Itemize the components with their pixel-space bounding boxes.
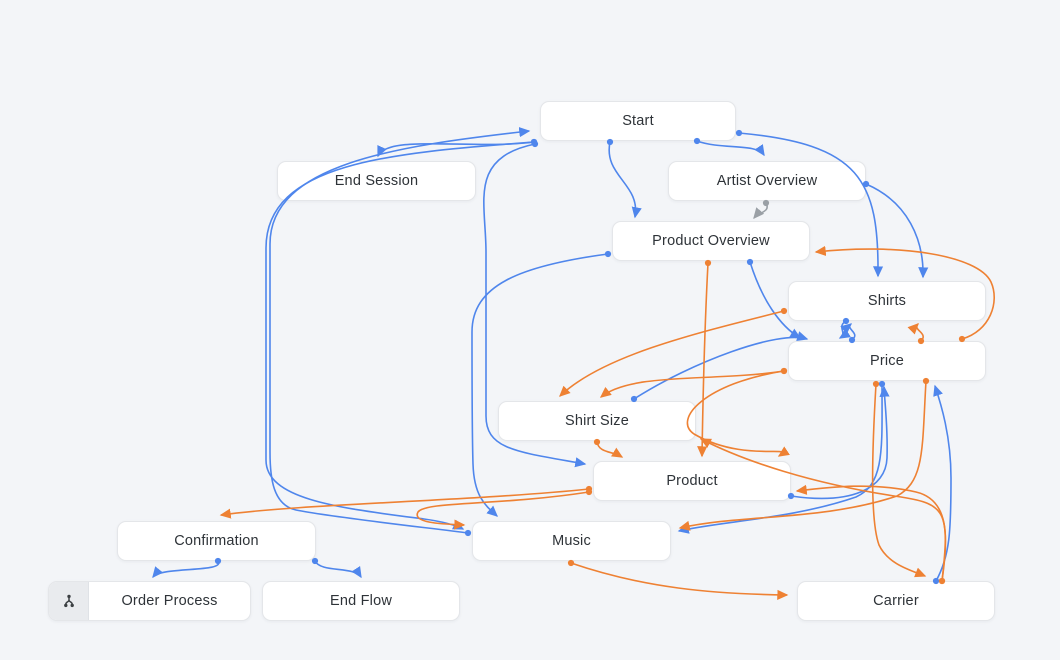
node-shirts-label: Shirts: [867, 292, 907, 309]
node-order-process[interactable]: Order Process: [48, 581, 251, 621]
edge-shirt-size-to-product[interactable]: [596, 441, 624, 458]
node-price-label: Price: [869, 352, 905, 369]
edge-price-to-shirts[interactable]: [907, 323, 924, 342]
edge-price-to-shirts[interactable]: [840, 323, 856, 341]
edge-confirmation-to-end-flow[interactable]: [314, 560, 362, 579]
node-confirmation[interactable]: Confirmation: [117, 521, 316, 561]
edge-carrier-to-shirt-size[interactable]: [699, 438, 947, 582]
node-end-session-label: End Session: [334, 172, 419, 189]
edge-product-overview-to-product[interactable]: [697, 262, 709, 458]
node-end-session[interactable]: End Session: [277, 161, 476, 201]
edge-price-to-shirt-size[interactable]: [599, 370, 785, 398]
node-shirt-size-label: Shirt Size: [564, 412, 630, 429]
node-end-flow[interactable]: End Flow: [262, 581, 460, 621]
edge-start-to-artist-overview[interactable]: [696, 140, 765, 157]
node-start[interactable]: Start: [540, 101, 736, 141]
edge-price-to-music[interactable]: [677, 383, 883, 534]
node-shirts[interactable]: Shirts: [788, 281, 986, 321]
edge-artist-overview-to-shirts[interactable]: [865, 183, 929, 279]
edge-product-to-confirmation[interactable]: [219, 488, 590, 519]
node-carrier[interactable]: Carrier: [797, 581, 995, 621]
node-price[interactable]: Price: [788, 341, 986, 381]
edge-shirts-to-price[interactable]: [838, 320, 851, 339]
edge-price-to-product-overview[interactable]: [814, 245, 995, 340]
edge-carrier-to-product[interactable]: [795, 484, 947, 582]
node-carrier-label: Carrier: [873, 592, 919, 609]
node-product-label: Product: [666, 472, 718, 489]
edge-confirmation-to-order-process[interactable]: [152, 560, 220, 579]
edge-carrier-to-price[interactable]: [933, 384, 952, 582]
node-order-process-label: Order Process: [121, 592, 218, 609]
edge-music-to-carrier[interactable]: [570, 562, 789, 600]
node-artist-overview[interactable]: Artist Overview: [668, 161, 866, 201]
node-confirmation-label: Confirmation: [174, 532, 259, 549]
edge-product-to-price[interactable]: [790, 385, 890, 500]
node-product[interactable]: Product: [593, 461, 791, 501]
node-product-overview-label: Product Overview: [652, 232, 770, 249]
edge-shirt-size-to-price[interactable]: [633, 331, 809, 400]
edge-price-to-carrier[interactable]: [871, 383, 927, 578]
edge-price-to-product[interactable]: [686, 370, 790, 457]
edge-start-to-product[interactable]: [483, 143, 587, 468]
edge-product-overview-to-music[interactable]: [471, 253, 609, 517]
edge-product-to-music[interactable]: [416, 491, 590, 530]
node-start-label: Start: [622, 112, 654, 129]
edge-shirts-to-shirt-size[interactable]: [559, 310, 785, 397]
edge-product-overview-to-price[interactable]: [749, 261, 802, 339]
edge-start-to-shirts[interactable]: [738, 132, 884, 278]
node-music-label: Music: [552, 532, 591, 549]
edge-music-to-start[interactable]: [269, 127, 531, 534]
node-music[interactable]: Music: [472, 521, 671, 561]
workflow-icon: [49, 582, 89, 620]
edge-price-to-music[interactable]: [678, 380, 927, 531]
node-end-flow-label: End Flow: [329, 592, 393, 609]
edge-start-to-music[interactable]: [265, 141, 535, 530]
edge-start-to-product-overview[interactable]: [608, 141, 642, 219]
node-shirt-size[interactable]: Shirt Size: [498, 401, 696, 441]
node-artist-overview-label: Artist Overview: [716, 172, 818, 189]
node-product-overview[interactable]: Product Overview: [612, 221, 810, 261]
edge-artist-overview-to-product-overview[interactable]: [753, 202, 768, 220]
